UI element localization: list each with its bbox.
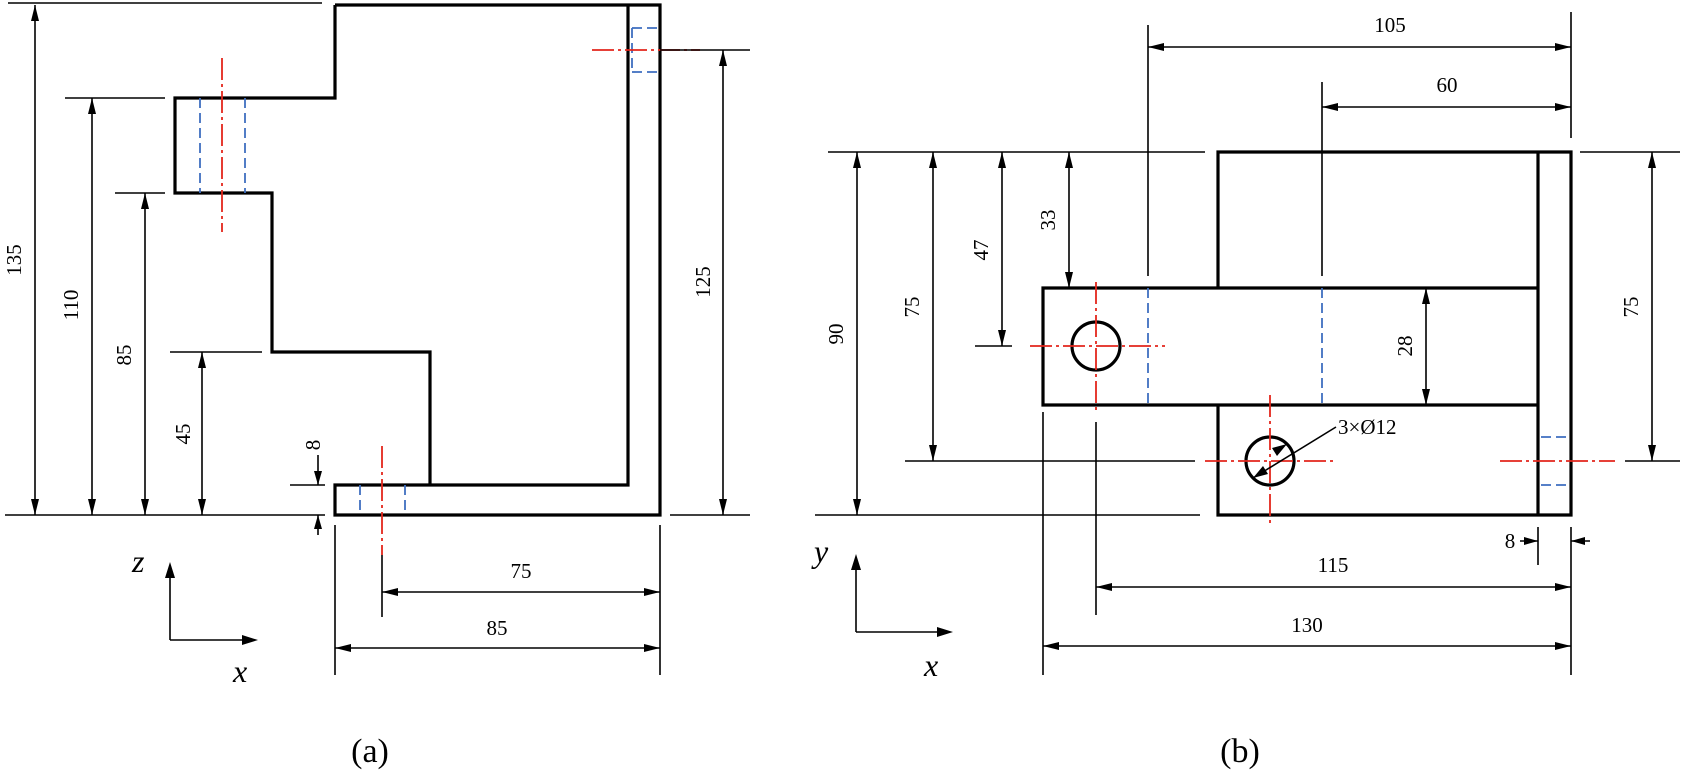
caption-b: (b): [1220, 733, 1260, 770]
dim-b-33: 33: [1036, 210, 1060, 231]
view-a-dimension-texts: 135 110 85 45 8 125 75 85: [2, 244, 715, 640]
dim-b-47: 47: [969, 240, 993, 261]
view-a-dimension-lines: [31, 5, 727, 652]
view-a: 135 110 85 45 8 125 75 85 z x (a): [2, 2, 750, 770]
axis-b-x-label: x: [923, 647, 938, 683]
hole-note: 3×Ø12: [1338, 415, 1397, 439]
dim-a-85-width: 85: [487, 616, 508, 640]
view-a-step-profile: [173, 5, 432, 485]
view-b: 105 60 90 75 47 33 28 75 8 115 130 3×Ø12…: [811, 12, 1680, 770]
view-a-extension-lines: [5, 2, 750, 675]
axis-a-z-label: z: [131, 543, 145, 579]
dim-a-110: 110: [59, 290, 83, 321]
view-b-dimension-texts: 105 60 90 75 47 33 28 75 8 115 130 3×Ø12: [824, 13, 1643, 637]
axis-b-y-label: y: [811, 533, 829, 569]
dim-a-75: 75: [511, 559, 532, 583]
view-b-dimension-lines: [853, 43, 1656, 650]
dim-b-60: 60: [1437, 73, 1458, 97]
view-b-center-lines: [1030, 282, 1615, 527]
view-a-outline: [333, 3, 662, 517]
view-b-hidden-lines: [1147, 288, 1571, 486]
dim-b-90: 90: [824, 324, 848, 345]
view-a-center-lines: [221, 49, 700, 555]
dim-b-115: 115: [1318, 553, 1349, 577]
dim-b-75-left: 75: [900, 297, 924, 318]
dim-a-85: 85: [112, 345, 136, 366]
dim-a-125: 125: [691, 266, 715, 298]
view-a-hidden-lines: [199, 27, 660, 515]
dim-a-135: 135: [2, 244, 26, 276]
view-b-outline: [1216, 150, 1573, 517]
dim-b-130: 130: [1291, 613, 1323, 637]
view-b-extension-lines: [815, 12, 1680, 675]
view-a-axes: z x: [131, 543, 258, 689]
dim-a-45: 45: [171, 424, 195, 445]
dim-b-75-right: 75: [1619, 297, 1643, 318]
view-b-axes: y x: [811, 533, 953, 683]
dim-b-8: 8: [1505, 529, 1516, 553]
caption-a: (a): [351, 733, 389, 770]
axis-a-x-label: x: [232, 653, 247, 689]
dim-b-28: 28: [1393, 336, 1417, 357]
dim-b-105: 105: [1374, 13, 1406, 37]
dim-a-8: 8: [301, 440, 325, 451]
